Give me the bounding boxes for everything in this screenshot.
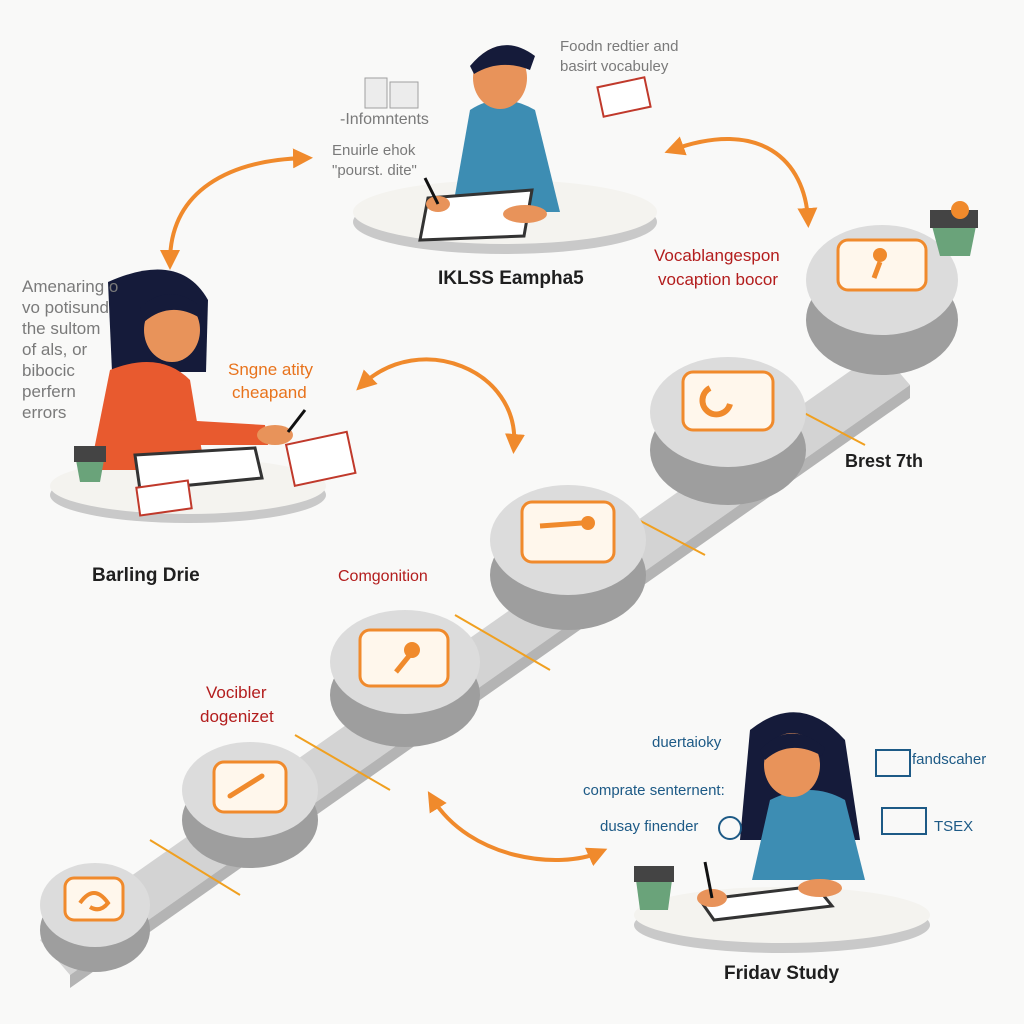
path-stone-4 (490, 485, 646, 630)
left-paragraph-line: bibocic (22, 361, 75, 380)
left-paragraph-line: errors (22, 403, 67, 422)
ink-pot-icon (930, 201, 978, 256)
path-stone-2 (182, 742, 318, 868)
top-note-left-3: "pourst. dite" (332, 162, 417, 179)
path-stone-3 (330, 610, 480, 747)
left-caption: Barling Drie (92, 565, 200, 586)
path-label-brest: Brest 7th (845, 451, 924, 471)
path-label-vocibler-1: Vocibler (206, 683, 267, 702)
top-note-left-2: Enuirle ehok (332, 142, 416, 159)
path-stone-5 (650, 357, 806, 505)
top-note-left-1: -Infomntents (340, 111, 429, 128)
bottom-note-5: TSEX (934, 818, 974, 835)
key-icon (394, 642, 420, 674)
top-caption: IKLSS Eampha5 (438, 268, 584, 289)
left-paragraph-line: the sultom (22, 319, 101, 338)
path-stone-1 (40, 863, 150, 972)
bottom-note-3: dusay finender (600, 818, 699, 835)
left-orange-note-2: cheapand (232, 383, 307, 402)
left-paragraph-line: perfern (22, 382, 76, 401)
path-label-vocab-1: Vocablangespon (654, 246, 780, 265)
path-stone-6 (806, 225, 958, 375)
bottom-note-2: comprate senternent: (583, 782, 725, 799)
top-study-scene (353, 45, 657, 254)
left-paragraph-line: vo potisund (22, 298, 109, 317)
key-icon (871, 248, 887, 279)
path-label-composition: Comgonition (338, 568, 428, 585)
swirl-icon (78, 891, 111, 912)
bottom-note-4: fandscaher (912, 751, 987, 768)
bottom-note-1: duertaioky (652, 734, 722, 751)
bottom-caption: Fridav Study (724, 963, 840, 984)
top-note-right-1: Foodn redtier and (560, 38, 679, 55)
flow-arrows (160, 136, 818, 867)
brush-icon (227, 773, 265, 799)
left-paragraph-line: Amenaring o (22, 277, 119, 296)
left-study-scene (50, 269, 357, 523)
path-label-vocab-2: vocaption bocor (658, 270, 779, 289)
key-icon (539, 516, 595, 530)
top-note-right-2: basirt vocabuley (560, 58, 669, 75)
bottom-study-scene (634, 712, 930, 953)
path-label-vocibler-2: dogenizet (200, 707, 274, 726)
left-orange-note-1: Sngne atity (228, 360, 314, 379)
left-paragraph-line: of als, or (22, 340, 88, 359)
left-paragraph: Amenaring o vo potisund the sultom of al… (22, 276, 118, 423)
mug-icon (699, 385, 733, 418)
